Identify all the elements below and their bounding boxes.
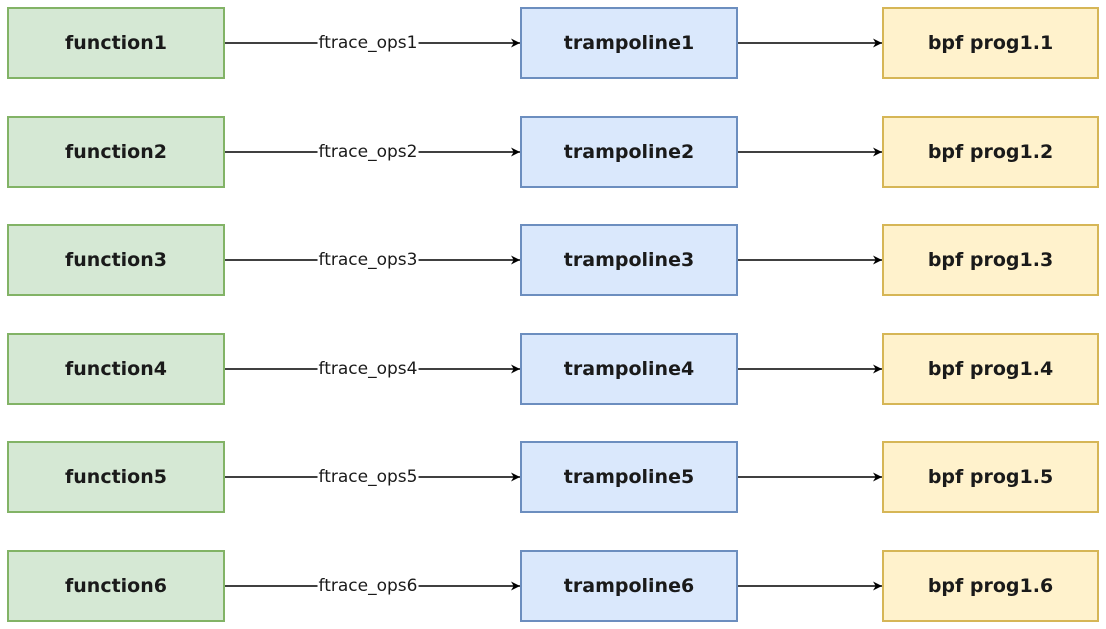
trampoline-node-2-label: trampoline2 <box>563 141 695 163</box>
function-node-1-label: function1 <box>65 32 167 54</box>
bpf-prog-node-2: bpf prog1.2 <box>882 116 1099 188</box>
bpf-prog-node-1-label: bpf prog1.1 <box>927 32 1054 54</box>
trampoline-node-3: trampoline3 <box>520 224 738 296</box>
ftrace-ops-label-6: ftrace_ops6 <box>317 576 419 596</box>
function-node-5: function5 <box>7 441 225 513</box>
bpf-prog-node-4: bpf prog1.4 <box>882 333 1099 405</box>
ftrace-ops-label-2: ftrace_ops2 <box>317 142 419 162</box>
function-node-4-label: function4 <box>65 358 167 380</box>
ftrace-ops-label-5: ftrace_ops5 <box>317 467 419 487</box>
function-node-3: function3 <box>7 224 225 296</box>
bpf-prog-node-1: bpf prog1.1 <box>882 7 1099 79</box>
bpf-prog-node-5-label: bpf prog1.5 <box>927 466 1054 488</box>
function-node-6: function6 <box>7 550 225 622</box>
trampoline-node-5-label: trampoline5 <box>563 466 695 488</box>
function-node-5-label: function5 <box>65 466 167 488</box>
bpf-prog-node-3: bpf prog1.3 <box>882 224 1099 296</box>
trampoline-node-3-label: trampoline3 <box>563 249 695 271</box>
ftrace-ops-label-3: ftrace_ops3 <box>317 250 419 270</box>
ftrace-ops-label-4: ftrace_ops4 <box>317 359 419 379</box>
bpf-prog-node-2-label: bpf prog1.2 <box>927 141 1054 163</box>
trampoline-node-6: trampoline6 <box>520 550 738 622</box>
function-node-2-label: function2 <box>65 141 167 163</box>
trampoline-node-4: trampoline4 <box>520 333 738 405</box>
function-node-1: function1 <box>7 7 225 79</box>
trampoline-node-6-label: trampoline6 <box>563 575 695 597</box>
function-node-4: function4 <box>7 333 225 405</box>
trampoline-node-1-label: trampoline1 <box>563 32 695 54</box>
bpf-prog-node-6: bpf prog1.6 <box>882 550 1099 622</box>
bpf-prog-node-3-label: bpf prog1.3 <box>927 249 1054 271</box>
trampoline-node-2: trampoline2 <box>520 116 738 188</box>
trampoline-node-4-label: trampoline4 <box>563 358 695 380</box>
bpf-prog-node-6-label: bpf prog1.6 <box>927 575 1054 597</box>
function-node-3-label: function3 <box>65 249 167 271</box>
ftrace-ops-label-1: ftrace_ops1 <box>317 33 419 53</box>
function-node-2: function2 <box>7 116 225 188</box>
function-node-6-label: function6 <box>65 575 167 597</box>
trampoline-node-1: trampoline1 <box>520 7 738 79</box>
bpf-prog-node-4-label: bpf prog1.4 <box>927 358 1054 380</box>
bpf-prog-node-5: bpf prog1.5 <box>882 441 1099 513</box>
trampoline-node-5: trampoline5 <box>520 441 738 513</box>
